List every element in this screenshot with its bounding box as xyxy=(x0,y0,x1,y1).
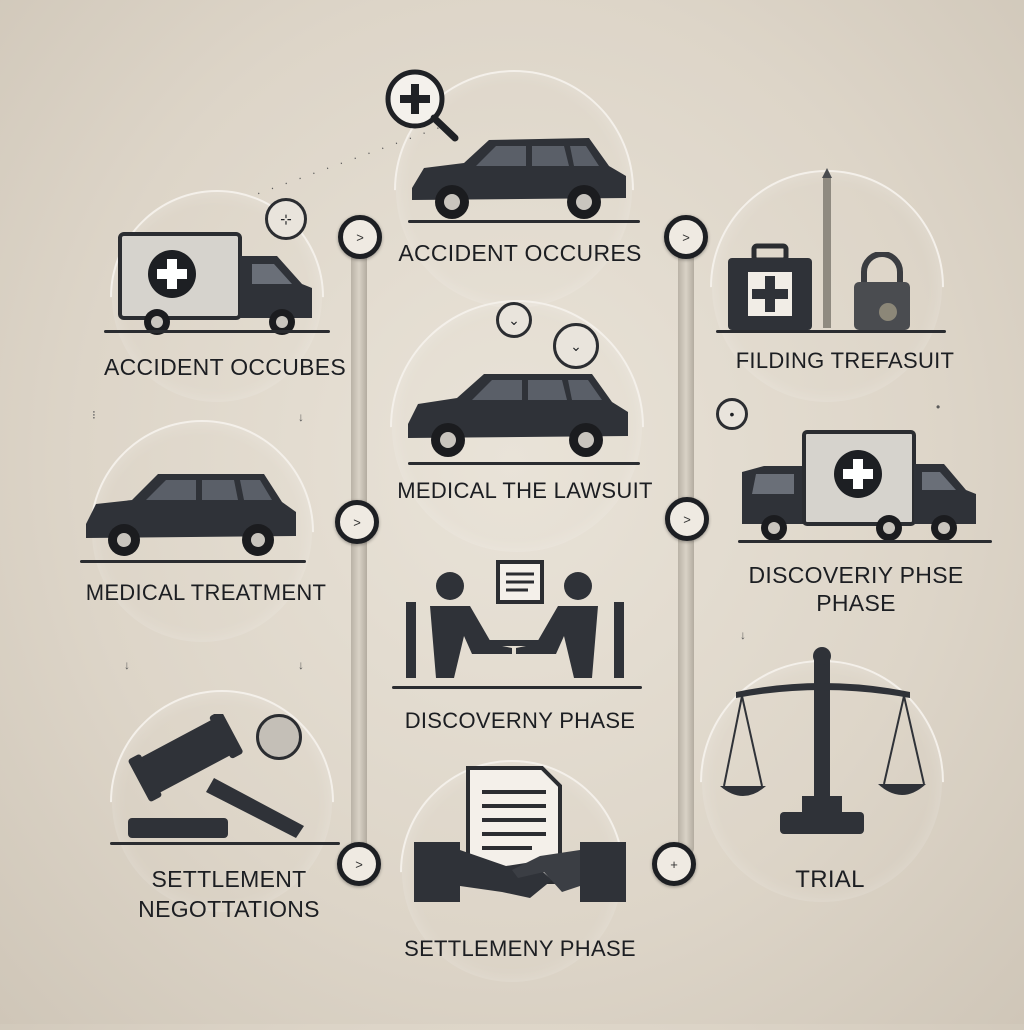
node-right-middle[interactable]: > xyxy=(665,497,709,541)
dot-mark: ↓ xyxy=(298,410,304,424)
padlock-icon xyxy=(854,252,910,330)
ambulance-icon xyxy=(118,232,312,335)
label-mid-center: MEDICAL THE LAWSUIT xyxy=(397,478,653,503)
scales-of-justice-icon xyxy=(720,647,926,834)
node-right-lower[interactable]: + xyxy=(652,842,696,886)
label-top-right: FILDING TREFASUIT xyxy=(735,348,955,373)
node-left-middle[interactable]: > xyxy=(335,500,379,544)
node-left-upper[interactable]: > xyxy=(338,215,382,259)
clock-icon: ⊹ xyxy=(265,198,307,240)
dot-mark: • xyxy=(936,400,941,414)
dot-mark: ↓ xyxy=(124,658,130,672)
label-low-center: DISCOVERNY PHASE xyxy=(404,708,636,733)
pin-icon: ⌄ xyxy=(496,302,532,338)
ground-line xyxy=(738,540,992,543)
dot-mark: ↓ xyxy=(740,628,746,642)
label-low-left-2: NEGOTTATIONS xyxy=(138,896,320,922)
label-mid-left: MEDICAL TREATMENT xyxy=(85,580,327,605)
label-low-right: TRIAL xyxy=(795,866,865,893)
label-low-left-1: SETTLEMENT xyxy=(151,866,307,892)
label-top-left: ACCIDENT OCCUBES xyxy=(103,354,347,380)
node-right-upper[interactable]: > xyxy=(664,215,708,259)
pin-icon: ⌄ xyxy=(553,323,599,369)
ground-line xyxy=(716,330,946,333)
meeting-icon xyxy=(406,560,624,678)
car-icon xyxy=(86,474,296,556)
left-rail xyxy=(351,236,367,856)
label-mid-right-1: DISCOVERIY PHSE xyxy=(748,562,964,588)
node-left-lower[interactable]: > xyxy=(337,842,381,886)
car-icon xyxy=(412,138,626,219)
ground-line xyxy=(408,462,640,465)
magnifier-plus-icon xyxy=(385,69,459,142)
gavel-icon xyxy=(128,714,304,838)
handshake-icon xyxy=(414,842,626,902)
car-icon xyxy=(408,374,628,457)
ground-line xyxy=(110,842,340,845)
label-bottom-center: SETTLEMENY PHASE xyxy=(404,936,636,961)
medical-bag-icon xyxy=(728,243,812,330)
ambulance-icon xyxy=(742,430,976,541)
label-top-center: ACCIDENT OCCURES xyxy=(398,240,642,266)
ground-line xyxy=(104,330,330,333)
clock-icon: • xyxy=(716,398,748,430)
ground-line xyxy=(80,560,306,563)
apple-icon xyxy=(256,714,302,760)
dot-mark: ↓ xyxy=(298,658,304,672)
ground-line xyxy=(408,220,640,223)
right-rail xyxy=(678,236,694,856)
pen-icon xyxy=(822,168,832,328)
ground-line xyxy=(392,686,642,689)
label-mid-right-2: PHASE xyxy=(816,590,896,616)
dot-mark: ⁝ xyxy=(92,408,96,422)
